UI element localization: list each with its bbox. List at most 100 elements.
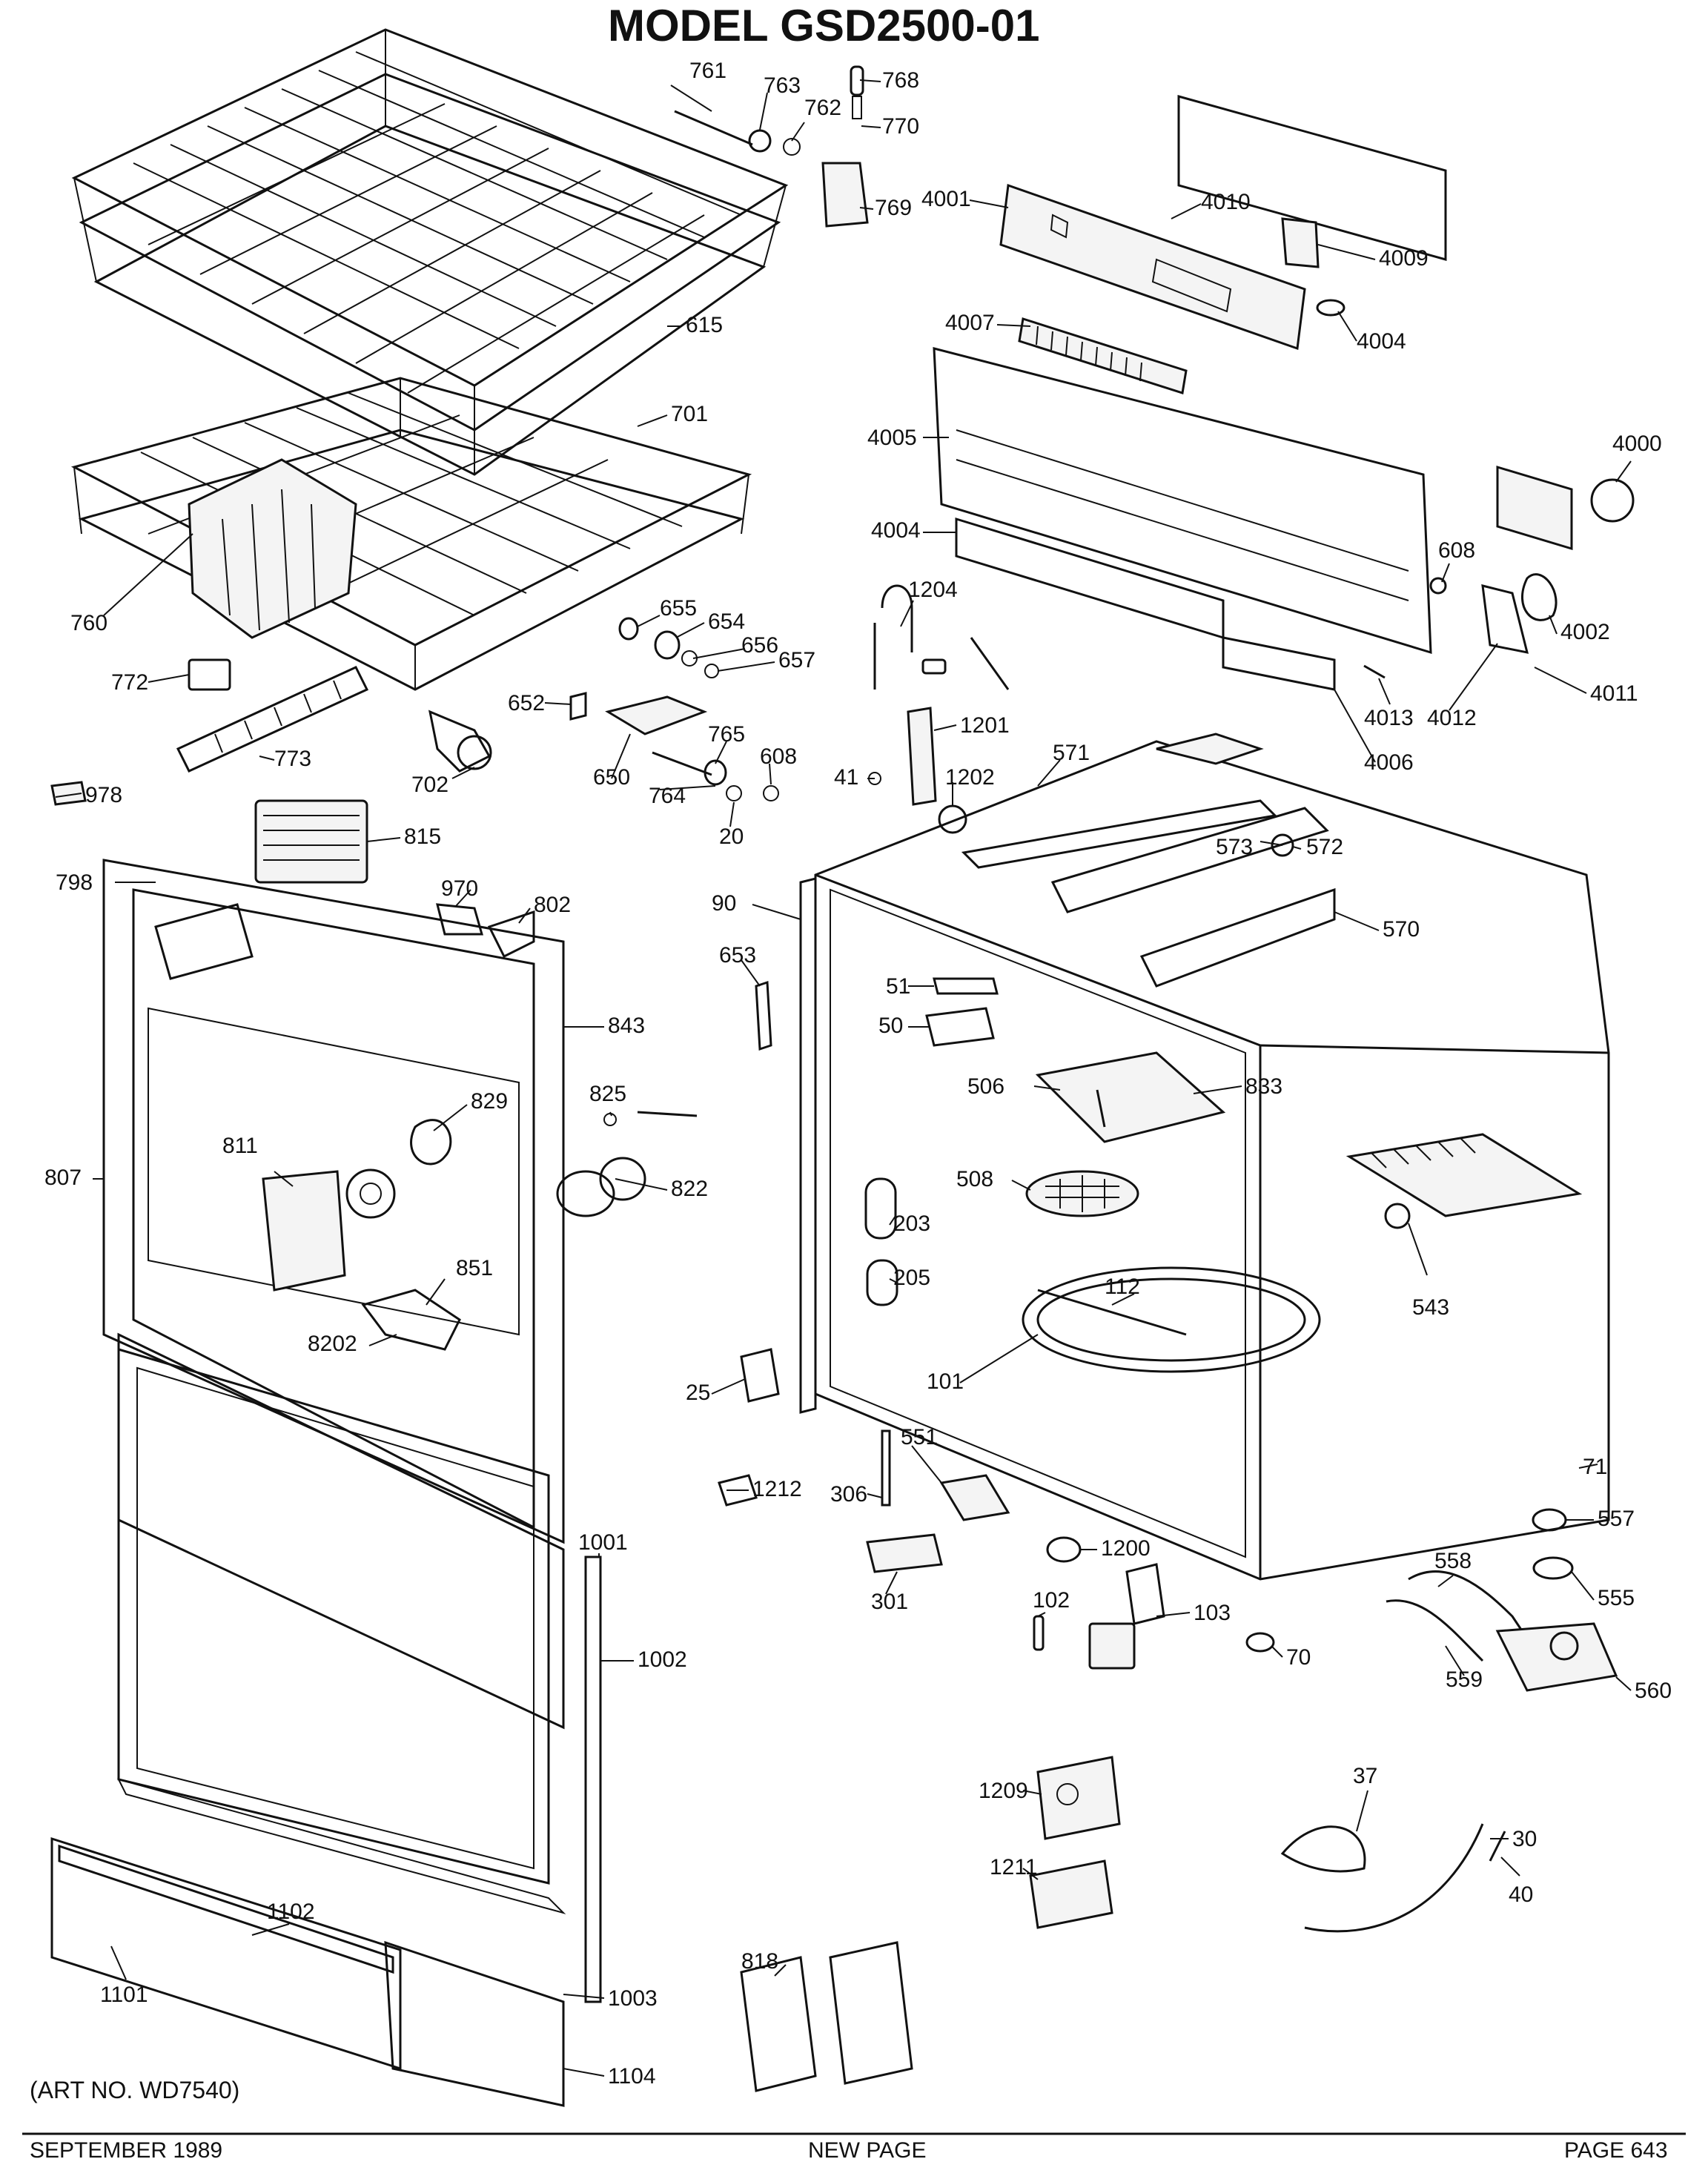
callout-802: 802	[534, 893, 571, 917]
callout-1102: 1102	[267, 1900, 315, 1924]
control-console-4001	[999, 183, 1306, 351]
nozzle-702	[428, 710, 491, 773]
callout-4001: 4001	[921, 187, 971, 211]
gasket-822	[556, 1170, 615, 1217]
callout-701: 701	[671, 402, 708, 426]
switch-301	[866, 1533, 943, 1573]
tub-assembly	[718, 733, 1618, 1692]
callout-570: 570	[1383, 917, 1420, 942]
callout-978: 978	[85, 783, 122, 807]
art-number: (ART NO. WD7540)	[30, 2077, 239, 2103]
callout-773: 773	[274, 747, 311, 771]
callout-615: 615	[686, 313, 723, 337]
callout-301: 301	[871, 1590, 908, 1614]
hose-558	[1408, 1570, 1529, 1639]
callout-765: 765	[708, 722, 745, 747]
callout-1104: 1104	[608, 2064, 656, 2089]
can-205	[866, 1259, 898, 1306]
callout-1209: 1209	[979, 1779, 1028, 1803]
callout-970: 970	[441, 876, 478, 901]
callout-205: 205	[893, 1266, 930, 1290]
callout-4002: 4002	[1560, 620, 1610, 644]
door-trim-1002	[584, 1555, 602, 2003]
motor-543	[1345, 1133, 1583, 1217]
callout-843: 843	[608, 1014, 645, 1038]
callout-650: 650	[593, 765, 630, 790]
callout-labels: 761 763 762 768 770 769 4001 4010 4009 4…	[44, 59, 1672, 2089]
callout-573: 573	[1216, 835, 1253, 859]
footer-date: SEPTEMBER 1989	[30, 2138, 222, 2159]
callout-811: 811	[222, 1134, 258, 1158]
callout-101: 101	[927, 1369, 964, 1394]
silverware-basket	[188, 458, 357, 639]
callout-4007: 4007	[945, 311, 995, 335]
switch-4009	[1281, 217, 1320, 268]
bottom-parts	[740, 1756, 1506, 2092]
callout-203: 203	[893, 1211, 930, 1236]
valve-551	[939, 1474, 1010, 1521]
callout-702: 702	[411, 773, 448, 797]
track-571	[961, 799, 1278, 869]
callout-30: 30	[1512, 1827, 1537, 1851]
callout-1211: 1211	[990, 1855, 1038, 1879]
callout-772: 772	[111, 670, 148, 695]
guide-25	[740, 1348, 780, 1403]
callout-851: 851	[456, 1256, 493, 1280]
footer-page-number: PAGE 643	[1564, 2138, 1668, 2159]
callout-1101: 1101	[100, 1983, 148, 2007]
callout-768: 768	[882, 68, 919, 93]
heater-101	[1022, 1266, 1321, 1373]
callout-1212: 1212	[752, 1477, 802, 1501]
knob-4002	[1521, 573, 1558, 621]
callout-560: 560	[1635, 1679, 1672, 1703]
callout-557: 557	[1598, 1507, 1635, 1531]
bracket-1104	[384, 1940, 565, 2107]
callout-572: 572	[1306, 835, 1343, 859]
door-outer-panel	[117, 1347, 550, 1885]
callout-769: 769	[875, 196, 912, 220]
model-title: MODEL GSD2500-01	[608, 1, 1039, 50]
hinge-970	[436, 903, 483, 936]
callout-763: 763	[764, 73, 801, 98]
bracket-573	[1050, 807, 1329, 913]
manifold-650	[605, 695, 708, 735]
callout-1003: 1003	[608, 1986, 658, 2011]
callout-656: 656	[741, 633, 778, 658]
fuse-102	[1033, 1615, 1045, 1651]
rail-773	[176, 666, 369, 773]
callout-4005: 4005	[867, 426, 917, 450]
callout-4006: 4006	[1364, 750, 1414, 775]
door-lower	[117, 1332, 565, 1730]
callout-608-top: 608	[1438, 538, 1475, 563]
bracket-818-b	[829, 1941, 913, 2085]
bracket-1212	[718, 1474, 758, 1507]
callout-807: 807	[44, 1166, 82, 1190]
callout-657: 657	[778, 648, 815, 672]
latch-802	[487, 910, 535, 959]
clip-978	[50, 781, 87, 806]
callout-1202: 1202	[945, 765, 995, 790]
callout-1001: 1001	[578, 1530, 628, 1555]
relay-103	[1088, 1622, 1136, 1670]
callout-506: 506	[967, 1074, 1004, 1099]
callout-655: 655	[660, 596, 697, 621]
bearing-772	[188, 658, 231, 691]
callout-1204: 1204	[908, 578, 958, 602]
bracket-4012	[1481, 584, 1529, 654]
bolt-557	[1532, 1508, 1567, 1532]
hose-559	[1386, 1599, 1484, 1662]
callout-4010: 4010	[1201, 190, 1251, 214]
callout-654: 654	[708, 609, 745, 634]
callout-822: 822	[671, 1177, 708, 1201]
rinse-aid-829	[410, 1119, 452, 1166]
tub-top-patch	[1156, 733, 1264, 765]
kick-panel-1101	[50, 1836, 402, 2071]
vent-grille-815	[254, 799, 368, 884]
detergent-dispenser-811	[262, 1170, 346, 1292]
vent-815	[154, 903, 254, 980]
escutcheon-4005	[933, 347, 1432, 655]
control-panel-assembly	[933, 95, 1635, 691]
can-203	[864, 1177, 897, 1240]
callout-50: 50	[878, 1014, 903, 1038]
